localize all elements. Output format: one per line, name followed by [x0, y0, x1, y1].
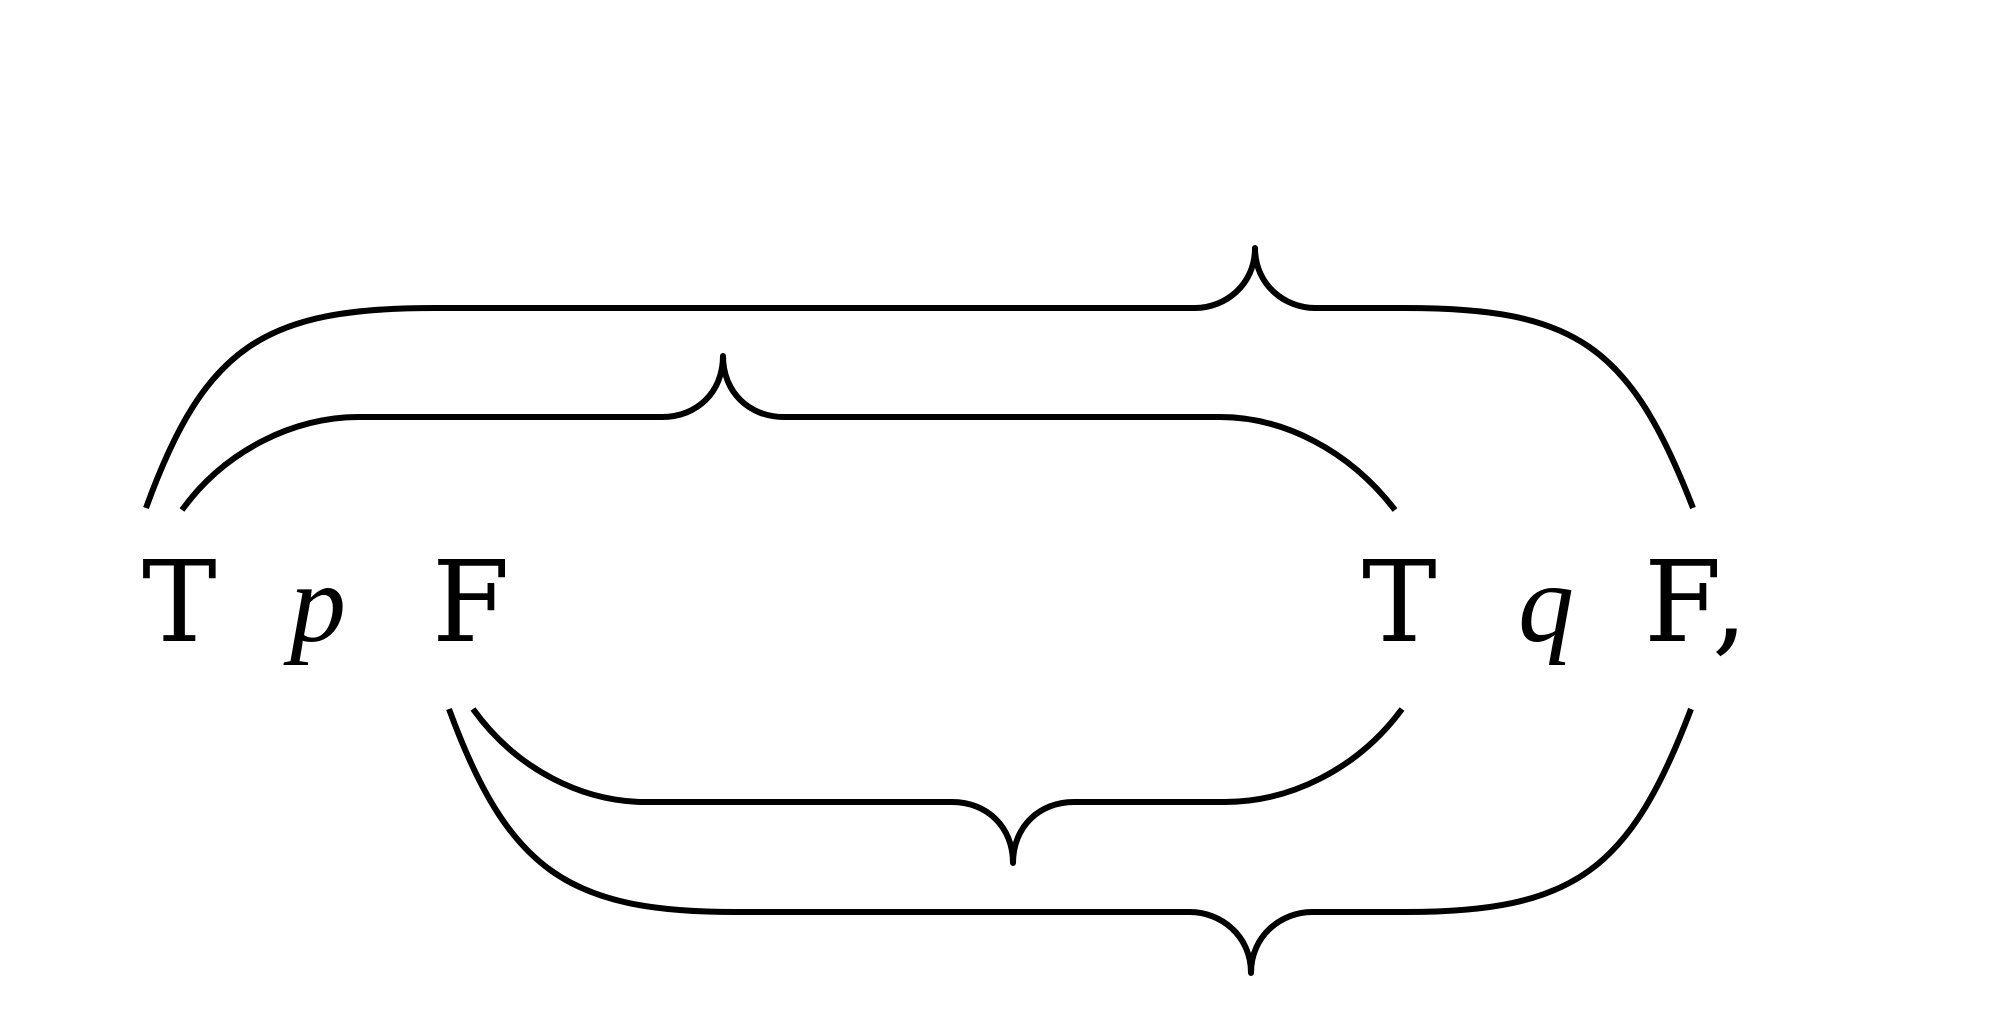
bottom-outer-brace [446, 707, 1694, 976]
truth-label-left-f: F [432, 538, 510, 668]
truth-label-left-t: T [142, 538, 217, 668]
trailing-comma: , [1712, 538, 1748, 668]
truth-label-right-f: F [1644, 538, 1722, 668]
variable-p: p [283, 542, 346, 666]
top-outer-brace [143, 245, 1696, 510]
top-inner-brace [179, 353, 1398, 512]
bottom-inner-brace [470, 707, 1405, 866]
variable-q: q [1518, 542, 1574, 666]
truth-label-right-t: T [1362, 538, 1437, 668]
